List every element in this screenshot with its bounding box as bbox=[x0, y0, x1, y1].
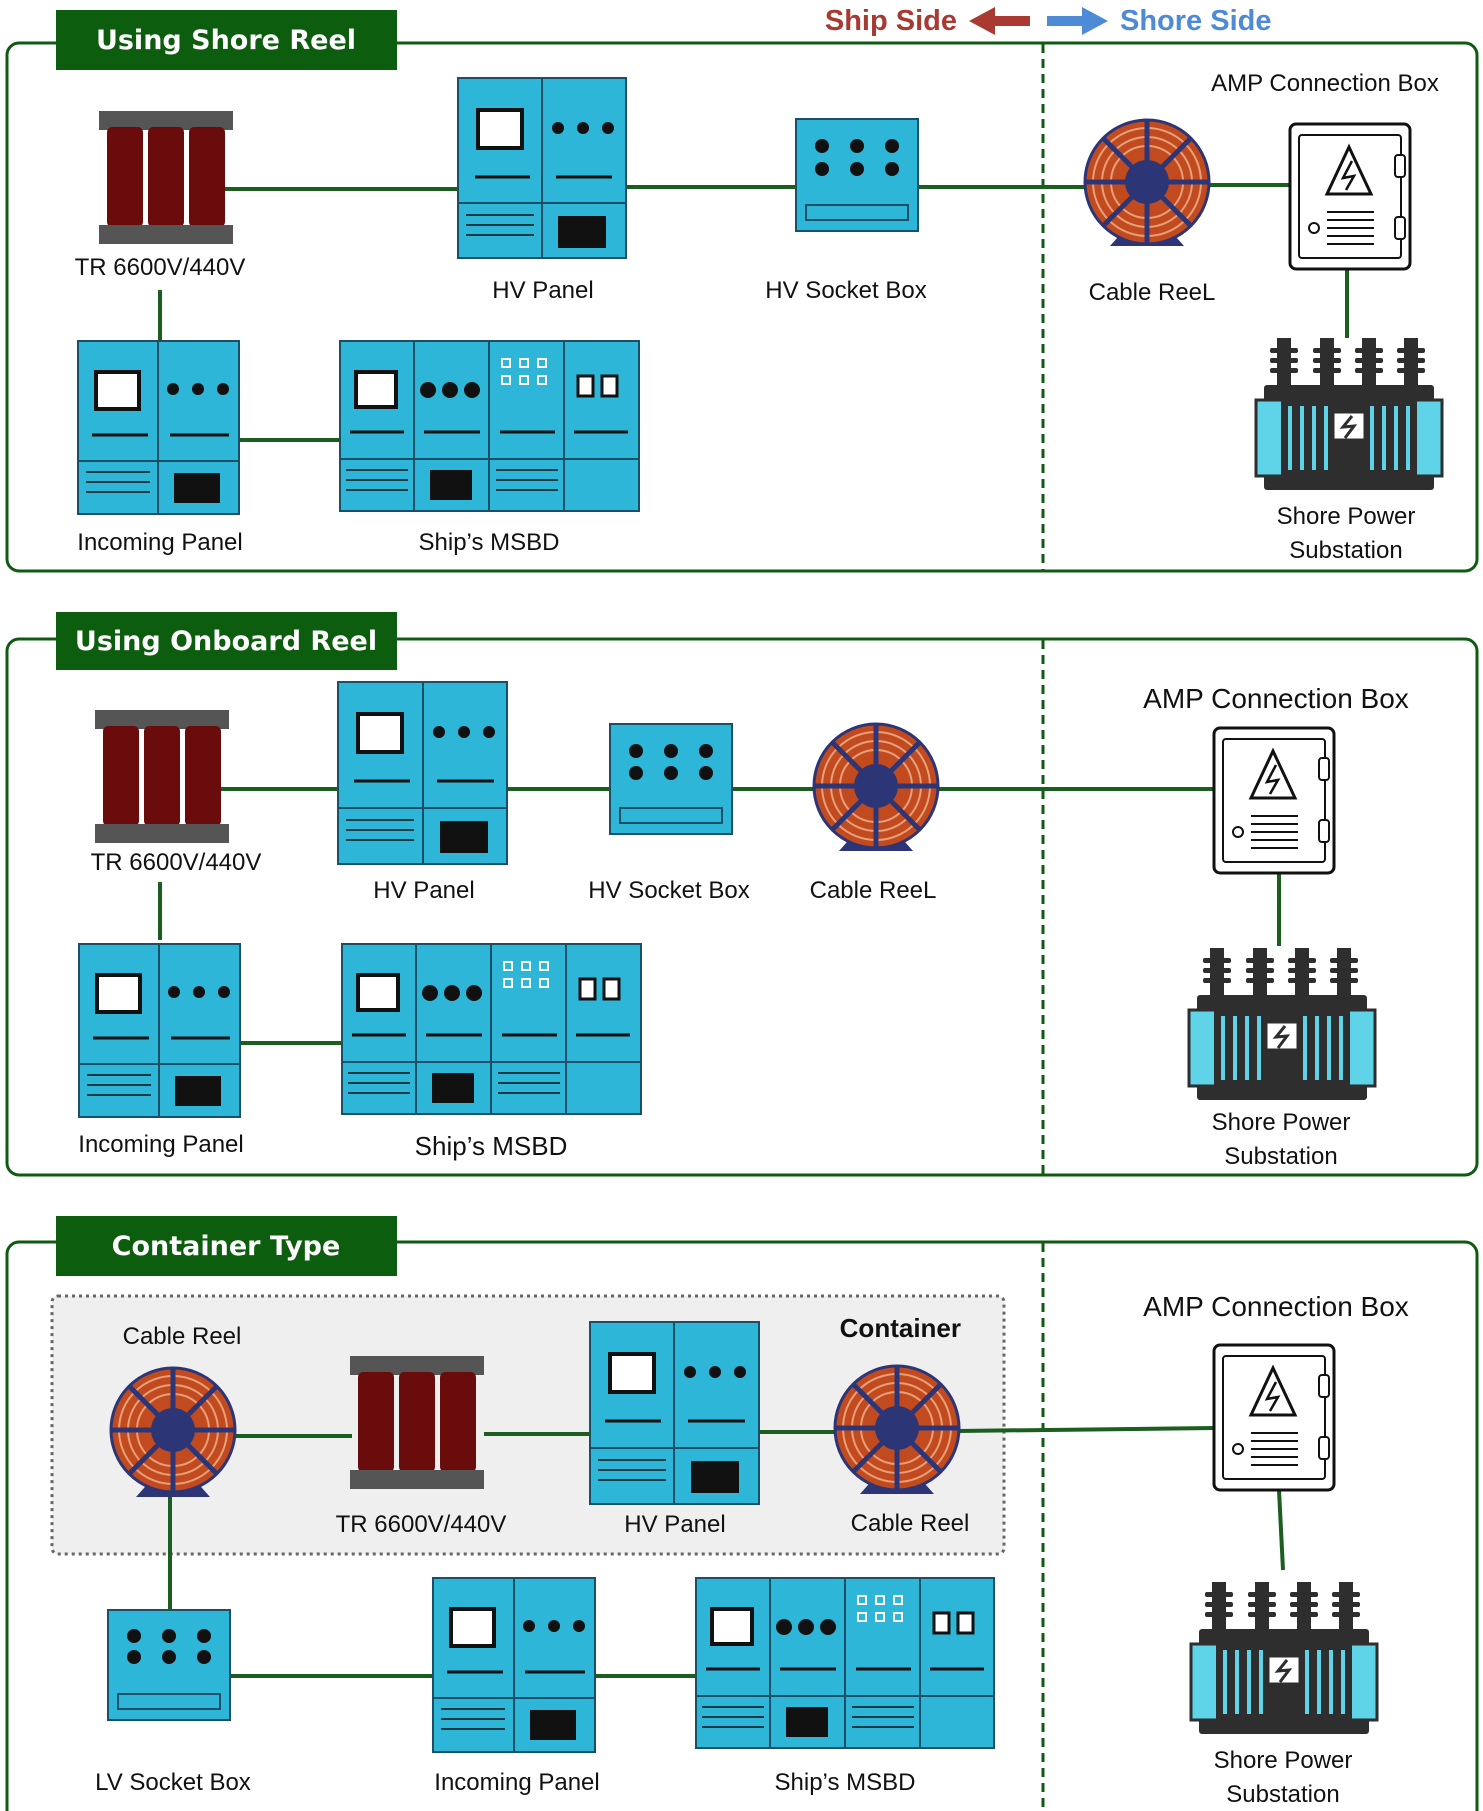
incoming-panel-icon bbox=[432, 1577, 596, 1753]
cable-reel-label: Cable ReeL bbox=[810, 877, 937, 904]
container-label: Container bbox=[840, 1313, 961, 1343]
section-2-title: Using Onboard Reel bbox=[75, 626, 377, 657]
cable-reel-left-icon bbox=[109, 1366, 237, 1497]
section-3: Container Cable Reel TR 6600V/440V bbox=[95, 1291, 1409, 1808]
cable-reel-right-label: Cable Reel bbox=[851, 1510, 970, 1537]
hv-panel-icon bbox=[337, 681, 508, 865]
hv-panel-label: HV Panel bbox=[624, 1511, 725, 1538]
section-2: TR 6600V/440V HV Panel HV Socket Box bbox=[78, 681, 1409, 1170]
amp-connection-box-icon bbox=[1212, 726, 1336, 875]
msbd-icon bbox=[341, 943, 642, 1115]
substation-icon bbox=[1254, 338, 1444, 490]
incoming-panel-label: Incoming Panel bbox=[434, 1769, 599, 1796]
section-frames bbox=[5, 41, 1479, 1811]
msbd-label: Ship’s MSBD bbox=[415, 1131, 568, 1161]
hv-socket-box-icon bbox=[795, 118, 919, 232]
ship-side-arrow-icon bbox=[969, 7, 1030, 35]
hv-socket-box-label: HV Socket Box bbox=[588, 877, 749, 904]
transformer-icon bbox=[99, 111, 233, 244]
section-1: TR 6600V/440V HV Panel HV Socket Box bbox=[75, 70, 1444, 564]
transformer-label: TR 6600V/440V bbox=[336, 1511, 507, 1538]
cable-reel-icon bbox=[812, 722, 940, 851]
incoming-panel-icon bbox=[78, 943, 241, 1118]
side-legend: Ship Side Shore Side bbox=[825, 5, 1272, 37]
section-2-title-tab bbox=[56, 612, 397, 670]
transformer-icon bbox=[350, 1356, 484, 1489]
amp-connection-box-label: AMP Connection Box bbox=[1211, 70, 1439, 97]
section-1-title: Using Shore Reel bbox=[96, 25, 356, 56]
cable-reel-right-icon bbox=[833, 1364, 961, 1494]
substation-label-line2: Substation bbox=[1289, 537, 1402, 564]
substation-icon bbox=[1187, 948, 1377, 1100]
substation-icon bbox=[1189, 1582, 1379, 1734]
hv-socket-box-label: HV Socket Box bbox=[765, 277, 926, 304]
wire bbox=[957, 1426, 1215, 1433]
incoming-panel-icon bbox=[77, 340, 240, 515]
cable-reel-icon bbox=[1083, 118, 1211, 246]
msbd-icon bbox=[339, 340, 640, 512]
section-titles: Using Shore Reel Using Onboard Reel Cont… bbox=[56, 10, 397, 1276]
amp-connection-box-label: AMP Connection Box bbox=[1143, 1291, 1409, 1322]
hv-socket-box-icon bbox=[609, 723, 733, 835]
lv-socket-box-label: LV Socket Box bbox=[95, 1769, 251, 1796]
wires bbox=[158, 183, 1349, 1678]
amp-connection-box-icon bbox=[1288, 122, 1412, 271]
section-3-title: Container Type bbox=[112, 1231, 341, 1262]
substation-label-line1: Shore Power bbox=[1277, 503, 1416, 530]
section-1-frame bbox=[5, 41, 1479, 573]
cable-reel-label: Cable ReeL bbox=[1089, 279, 1216, 306]
substation-label-line1: Shore Power bbox=[1212, 1109, 1351, 1136]
msbd-label: Ship’s MSBD bbox=[419, 529, 560, 556]
section-1-title-tab bbox=[56, 10, 397, 70]
msbd-label: Ship’s MSBD bbox=[775, 1769, 916, 1796]
transformer-icon bbox=[95, 710, 229, 843]
substation-label-line2: Substation bbox=[1226, 1781, 1339, 1808]
section-2-frame bbox=[5, 637, 1479, 1177]
lv-socket-box-icon bbox=[107, 1609, 231, 1721]
shore-side-label: Shore Side bbox=[1120, 5, 1272, 37]
hv-panel-label: HV Panel bbox=[492, 277, 593, 304]
wire bbox=[1277, 1489, 1285, 1571]
hv-panel-icon bbox=[457, 77, 627, 259]
transformer-label: TR 6600V/440V bbox=[91, 849, 262, 876]
ship-side-label: Ship Side bbox=[825, 5, 957, 37]
substation-label-line1: Shore Power bbox=[1214, 1747, 1353, 1774]
section-3-title-tab bbox=[56, 1216, 397, 1276]
incoming-panel-label: Incoming Panel bbox=[78, 1131, 243, 1158]
substation-label-line2: Substation bbox=[1224, 1143, 1337, 1170]
cable-reel-left-label: Cable Reel bbox=[123, 1323, 242, 1350]
section-3-frame bbox=[5, 1240, 1479, 1811]
hv-panel-label: HV Panel bbox=[373, 877, 474, 904]
transformer-label: TR 6600V/440V bbox=[75, 254, 246, 281]
hv-panel-icon bbox=[589, 1321, 760, 1505]
amp-connection-box-label: AMP Connection Box bbox=[1143, 683, 1409, 714]
msbd-icon bbox=[695, 1577, 995, 1749]
amp-connection-box-icon bbox=[1212, 1343, 1336, 1492]
container-zone bbox=[50, 1294, 1006, 1556]
shore-side-arrow-icon bbox=[1047, 7, 1108, 35]
incoming-panel-label: Incoming Panel bbox=[77, 529, 242, 556]
